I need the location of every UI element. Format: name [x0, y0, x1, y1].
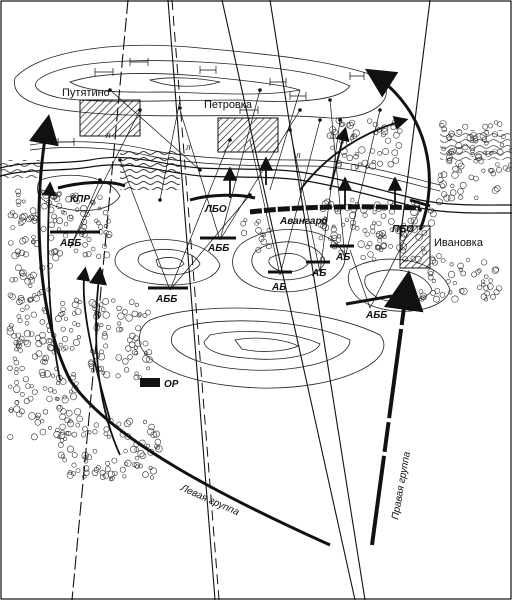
river-mark-b1: б	[350, 133, 355, 142]
unit-label-ab-1: АБ	[271, 282, 286, 293]
river-mark-l2: л	[185, 143, 191, 152]
town-label-putyatino: Путятино	[62, 87, 110, 99]
town-label-ivanovka: Ивановка	[434, 237, 484, 249]
river-mark-l3: л	[295, 151, 301, 160]
roads	[29, 141, 441, 192]
town-ivanovka	[399, 225, 431, 269]
unit-label-lbo: ЛБО	[204, 204, 227, 215]
unit-label-ab-3: АБ	[335, 252, 350, 263]
unit-label-abb-2: АББ	[207, 243, 229, 254]
group-label-right: Правая группа	[390, 450, 413, 520]
reserve-marker	[140, 378, 160, 387]
unit-label-abb-3: АББ	[155, 294, 177, 305]
town-label-petrovka: Петровка	[204, 99, 253, 111]
unit-label-or: ОР	[164, 379, 179, 390]
fire-lines	[69, 89, 421, 309]
river-mark-l1: л	[105, 131, 111, 140]
unit-label-abb-4: АББ	[365, 310, 387, 321]
unit-positions	[50, 180, 431, 387]
unit-label-avangard: Авангард	[279, 216, 328, 227]
attack-arrows	[28, 68, 431, 547]
unit-label-ab-2: АБ	[311, 268, 326, 279]
unit-label-abb-1: АББ	[59, 238, 81, 249]
observation-points	[98, 88, 422, 212]
unit-label-kpr: КПР	[70, 194, 90, 205]
unit-label-pbo: ПБО	[392, 224, 414, 235]
forest-areas	[6, 117, 512, 482]
